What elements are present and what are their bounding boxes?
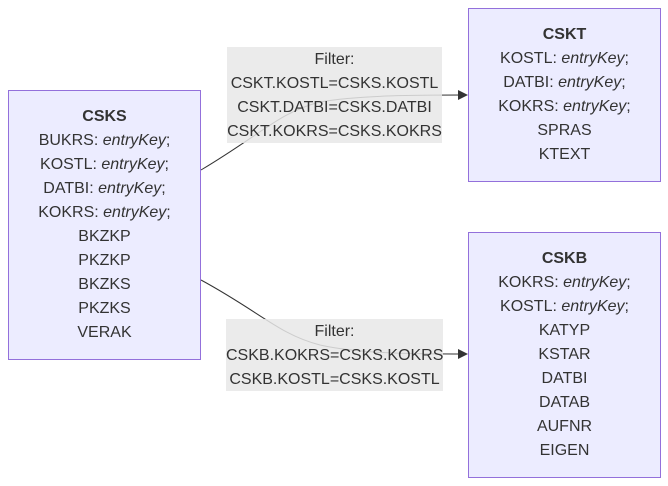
attribute-row: KSTAR — [469, 343, 660, 367]
attribute-name: BKZKS — [78, 276, 131, 293]
attribute-suffix: ; — [626, 274, 631, 291]
attribute-name: KOSTL: — [500, 298, 562, 315]
attribute-row: KOKRS: entryKey; — [469, 271, 660, 295]
attribute-key: entryKey — [98, 180, 162, 197]
entity-cskb[interactable]: CSKB KOKRS: entryKey;KOSTL: entryKey;KAT… — [468, 232, 661, 478]
attribute-row: BKZKS — [9, 273, 200, 297]
attribute-row: EIGEN — [469, 439, 660, 463]
attribute-row: BUKRS: entryKey; — [9, 129, 200, 153]
attribute-suffix: ; — [166, 204, 171, 221]
attribute-key: entryKey — [103, 204, 167, 221]
attribute-suffix: ; — [621, 74, 626, 91]
attribute-row: AUFNR — [469, 415, 660, 439]
attribute-row: PKZKP — [9, 249, 200, 273]
attribute-key: entryKey — [561, 50, 625, 67]
edge-label-line: CSKB.KOKRS=CSKS.KOKRS — [226, 347, 444, 364]
attribute-name: KOKRS: — [498, 274, 564, 291]
edge-label-line: Filter: — [314, 51, 355, 68]
attribute-row: KTEXT — [469, 143, 660, 167]
edge-label-line: Filter: — [314, 323, 355, 340]
attribute-name: KATYP — [538, 322, 591, 339]
edge-label-csks-cskb: Filter: CSKB.KOKRS=CSKS.KOKRS CSKB.KOSTL=C… — [226, 319, 443, 391]
attribute-row: KOKRS: entryKey; — [469, 95, 660, 119]
attribute-name: KOKRS: — [38, 204, 104, 221]
attribute-name: AUFNR — [536, 418, 593, 435]
attribute-row: VERAK — [9, 321, 200, 345]
attribute-row: KOKRS: entryKey; — [9, 201, 200, 225]
attribute-name: PKZKS — [78, 300, 131, 317]
attribute-name: DATAB — [539, 394, 590, 411]
attribute-row: DATBI: entryKey; — [9, 177, 200, 201]
attribute-name: DATBI: — [503, 74, 559, 91]
attribute-row: DATAB — [469, 391, 660, 415]
attribute-row: SPRAS — [469, 119, 660, 143]
edge-label-line: CSKT.KOSTL=CSKS.KOSTL — [230, 75, 439, 92]
attribute-name: EIGEN — [539, 442, 590, 459]
attribute-row: DATBI: entryKey; — [469, 71, 660, 95]
attribute-name: PKZKP — [78, 252, 131, 269]
attribute-name: BKZKP — [78, 228, 131, 245]
attribute-row: KATYP — [469, 319, 660, 343]
attribute-suffix: ; — [161, 180, 166, 197]
attribute-key: entryKey — [558, 74, 622, 91]
edge-label-line: CSKT.KOKRS=CSKS.KOKRS — [227, 123, 442, 140]
attribute-name: SPRAS — [537, 122, 592, 139]
attribute-name: KSTAR — [538, 346, 591, 363]
attribute-name: KTEXT — [538, 146, 591, 163]
edge-label-line: CSKB.KOSTL=CSKS.KOSTL — [229, 371, 440, 388]
entity-title: CSKS — [82, 108, 127, 125]
attribute-name: BUKRS: — [38, 132, 103, 149]
attribute-name: KOSTL: — [40, 156, 102, 173]
attribute-key: entryKey — [563, 98, 627, 115]
attribute-key: entryKey — [563, 274, 627, 291]
attribute-key: entryKey — [102, 132, 166, 149]
attribute-key: entryKey — [101, 156, 165, 173]
entity-csks[interactable]: CSKS BUKRS: entryKey;KOSTL: entryKey;DAT… — [8, 90, 201, 360]
attribute-suffix: ; — [626, 98, 631, 115]
attribute-row: DATBI — [469, 367, 660, 391]
attribute-row: PKZKS — [9, 297, 200, 321]
attribute-name: DATBI: — [43, 180, 99, 197]
attribute-row: KOSTL: entryKey; — [9, 153, 200, 177]
attribute-row: KOSTL: entryKey; — [469, 295, 660, 319]
attribute-row: KOSTL: entryKey; — [469, 47, 660, 71]
attribute-suffix: ; — [165, 132, 171, 149]
entity-cskt[interactable]: CSKT KOSTL: entryKey;DATBI: entryKey;KOK… — [468, 8, 661, 182]
attribute-suffix: ; — [624, 50, 629, 67]
attribute-name: KOSTL: — [500, 50, 562, 67]
attribute-name: DATBI — [541, 370, 588, 387]
entity-title: CSKT — [542, 26, 587, 43]
edge-label-csks-cskt: Filter: CSKT.KOSTL=CSKS.KOSTL CSKT.DATBI=C… — [227, 47, 442, 143]
attribute-suffix: ; — [624, 298, 629, 315]
attribute-row: BKZKP — [9, 225, 200, 249]
edge-label-line: CSKT.DATBI=CSKS.DATBI — [237, 99, 432, 116]
attribute-key: entryKey — [561, 298, 625, 315]
attribute-name: VERAK — [77, 324, 132, 341]
entity-title: CSKB — [541, 250, 588, 267]
attribute-suffix: ; — [164, 156, 169, 173]
attribute-name: KOKRS: — [498, 98, 564, 115]
